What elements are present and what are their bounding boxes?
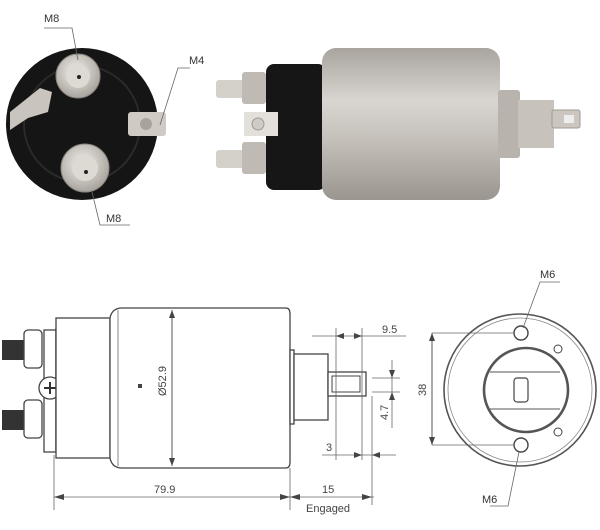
dim-diameter: Ø52.9 [157, 366, 169, 396]
drawing-end-view [429, 281, 597, 507]
dim-tab-gap: 3 [326, 442, 332, 454]
photo-end-view [6, 27, 190, 226]
dim-hole-spacing: 38 [417, 384, 429, 396]
dim-plunger-travel: 15 [322, 484, 334, 496]
photo-side-view [216, 48, 581, 200]
label-m8-bottom: M8 [106, 213, 121, 225]
label-m6-top: M6 [540, 269, 555, 281]
label-m4: M4 [189, 55, 204, 67]
label-m6-bottom: M6 [482, 494, 497, 506]
dim-length: 79.9 [154, 484, 175, 496]
dim-tab-offset: 9.5 [382, 324, 397, 336]
drawing-side-view [2, 307, 406, 510]
dim-engaged-note: Engaged [306, 503, 350, 515]
dim-tab-width: 4.7 [379, 405, 391, 420]
label-m8-top: M8 [44, 13, 59, 25]
